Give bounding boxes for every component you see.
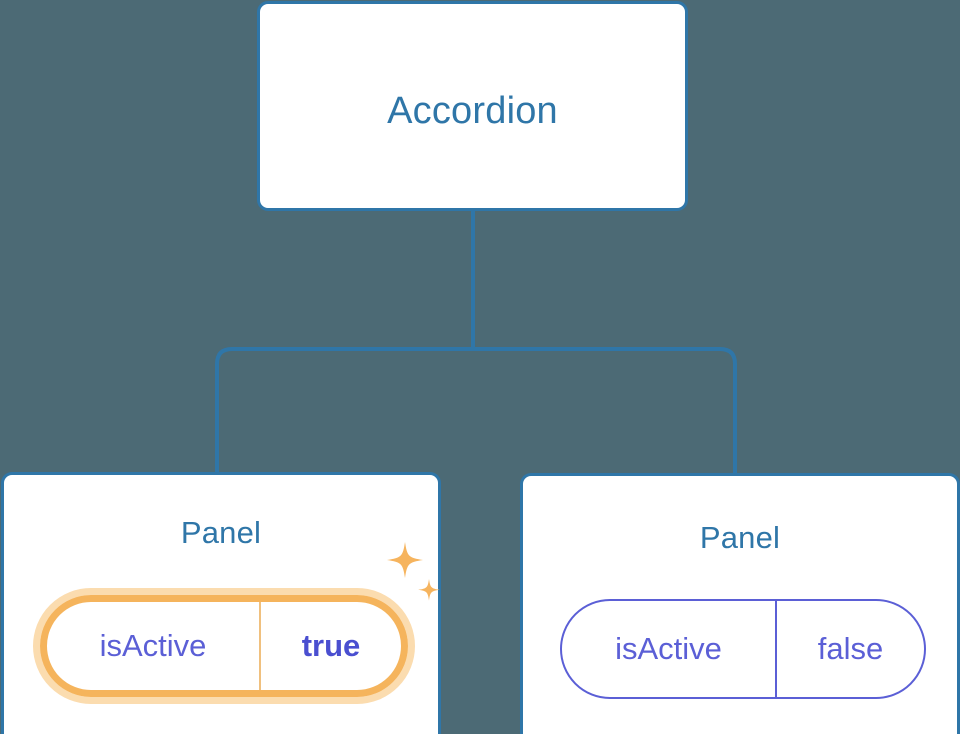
prop-pill-isactive-true-wrapper[interactable]: isActive true bbox=[33, 588, 415, 704]
connector-branch-left bbox=[215, 347, 473, 472]
prop-value-label: false bbox=[817, 631, 884, 666]
node-panel-left[interactable]: Panel isActive true bbox=[1, 472, 441, 734]
node-panel-left-title: Panel bbox=[180, 515, 262, 550]
node-accordion[interactable]: Accordion bbox=[257, 1, 688, 211]
node-panel-right[interactable]: Panel isActive false bbox=[520, 473, 960, 734]
prop-key-label: isActive bbox=[47, 602, 261, 690]
prop-pill-isactive-false[interactable]: isActive false bbox=[560, 599, 926, 699]
node-accordion-title: Accordion bbox=[387, 90, 558, 132]
node-panel-right-title: Panel bbox=[699, 520, 781, 555]
prop-pill-isactive-true[interactable]: isActive true bbox=[40, 595, 408, 697]
prop-pill-highlight-glow bbox=[33, 588, 415, 704]
connector-branch-right bbox=[473, 347, 737, 473]
prop-key-label: isActive bbox=[562, 601, 777, 697]
prop-value-label: true bbox=[301, 628, 361, 663]
